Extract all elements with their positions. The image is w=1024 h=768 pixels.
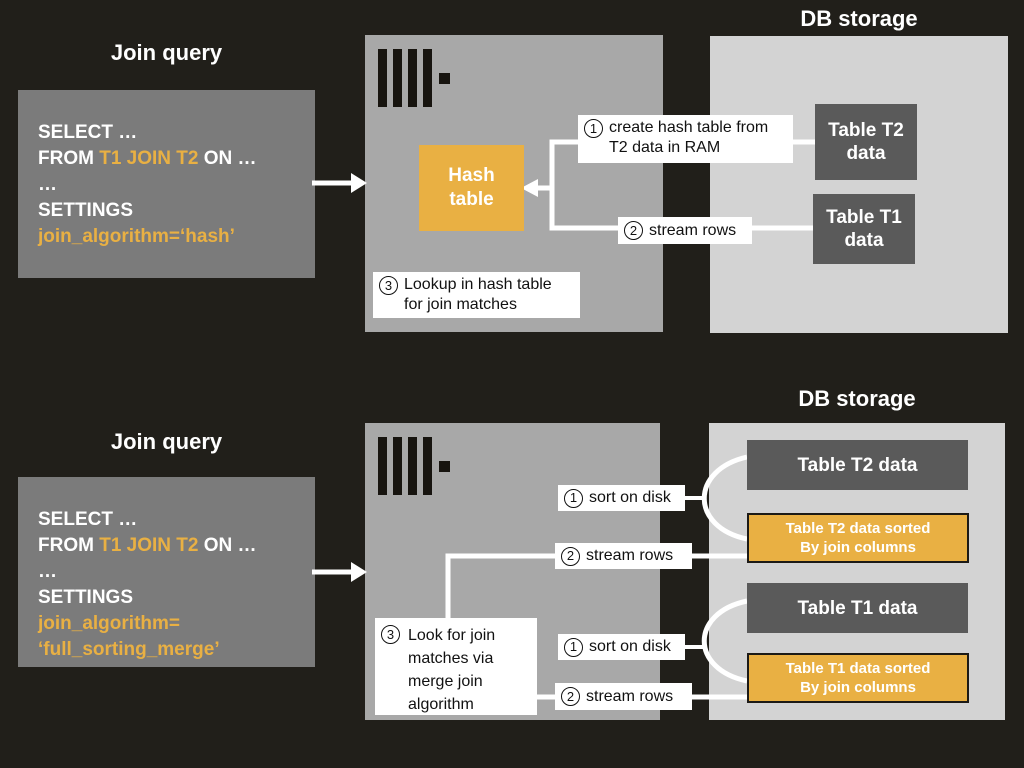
sql-settings-line: SETTINGS bbox=[38, 587, 134, 608]
sql-settings-line: SETTINGS bbox=[38, 200, 134, 221]
step2-stream-rows-t1-label: 2 stream rows bbox=[555, 683, 692, 710]
step-number: 1 bbox=[584, 119, 603, 138]
step-text: Lookup in hash table for join matches bbox=[404, 276, 552, 313]
sql-ellipsis-line: … bbox=[38, 174, 57, 195]
join-query-title-merge: Join query bbox=[110, 429, 223, 454]
table-t2-data-box-hash: Table T2 data bbox=[815, 104, 917, 180]
step1-sort-disk-t1-label: 1 sort on disk bbox=[558, 634, 685, 660]
step-text: Look for join matches via merge join alg… bbox=[408, 627, 496, 713]
sql-from-line: FROM T1 JOIN T2 ON … bbox=[38, 535, 257, 556]
step2-stream-rows-t2-label: 2 stream rows bbox=[555, 543, 692, 569]
step-text: stream rows bbox=[649, 221, 737, 239]
database-server-icon-merge bbox=[378, 436, 450, 496]
join-query-box-hash: SELECT … FROM T1 JOIN T2 ON … … SETTINGS… bbox=[18, 90, 315, 278]
sql-ellipsis-line: … bbox=[38, 561, 57, 582]
step-text: sort on disk bbox=[589, 638, 671, 655]
step2-stream-rows-label: 2 stream rows bbox=[618, 217, 752, 244]
step-text: create hash table from T2 data in RAM bbox=[609, 119, 769, 156]
step1-sort-disk-t2-label: 1 sort on disk bbox=[558, 485, 685, 511]
hash-table-box: Hash table bbox=[419, 145, 524, 231]
join-query-title-hash: Join query bbox=[110, 40, 223, 65]
table-t2-data-box-merge: Table T2 data bbox=[747, 440, 968, 490]
step-number: 3 bbox=[379, 276, 398, 295]
sql-algorithm-line: join_algorithm=‘hash’ bbox=[38, 226, 235, 247]
step-number: 2 bbox=[624, 221, 643, 240]
table-t2-sorted-box: Table T2 data sorted By join columns bbox=[747, 513, 969, 563]
join-query-box-merge: SELECT … FROM T1 JOIN T2 ON … … SETTINGS… bbox=[18, 477, 315, 667]
sql-algorithm-line-1: join_algorithm= bbox=[38, 613, 180, 634]
db-storage-box-hash bbox=[710, 36, 1008, 333]
step-number: 1 bbox=[564, 637, 583, 657]
db-storage-title-hash: DB storage bbox=[800, 6, 918, 31]
database-server-icon-hash bbox=[378, 48, 450, 108]
step-number: 2 bbox=[561, 546, 580, 566]
step3-merge-lookup-label: 3 Look for join matches via merge join a… bbox=[375, 618, 537, 715]
step-text: stream rows bbox=[586, 547, 674, 564]
step-number: 3 bbox=[381, 625, 400, 644]
sql-select-line: SELECT … bbox=[38, 122, 138, 143]
sql-select-line: SELECT … bbox=[38, 509, 138, 530]
step-number: 1 bbox=[564, 488, 583, 508]
db-storage-title-merge: DB storage bbox=[798, 386, 916, 411]
table-t1-data-box-merge: Table T1 data bbox=[747, 583, 968, 633]
step3-lookup-label: 3 Lookup in hash table for join matches bbox=[373, 272, 580, 318]
table-t1-data-box-hash: Table T1 data bbox=[813, 194, 915, 264]
step-text: stream rows bbox=[586, 687, 674, 705]
step-text: sort on disk bbox=[589, 489, 671, 506]
step1-create-hash-label: 1 create hash table from T2 data in RAM bbox=[578, 115, 793, 163]
sql-from-line: FROM T1 JOIN T2 ON … bbox=[38, 148, 257, 169]
step-number: 2 bbox=[561, 687, 580, 706]
table-t1-sorted-box: Table T1 data sorted By join columns bbox=[747, 653, 969, 703]
sql-algorithm-line-2: ‘full_sorting_merge’ bbox=[38, 639, 220, 660]
